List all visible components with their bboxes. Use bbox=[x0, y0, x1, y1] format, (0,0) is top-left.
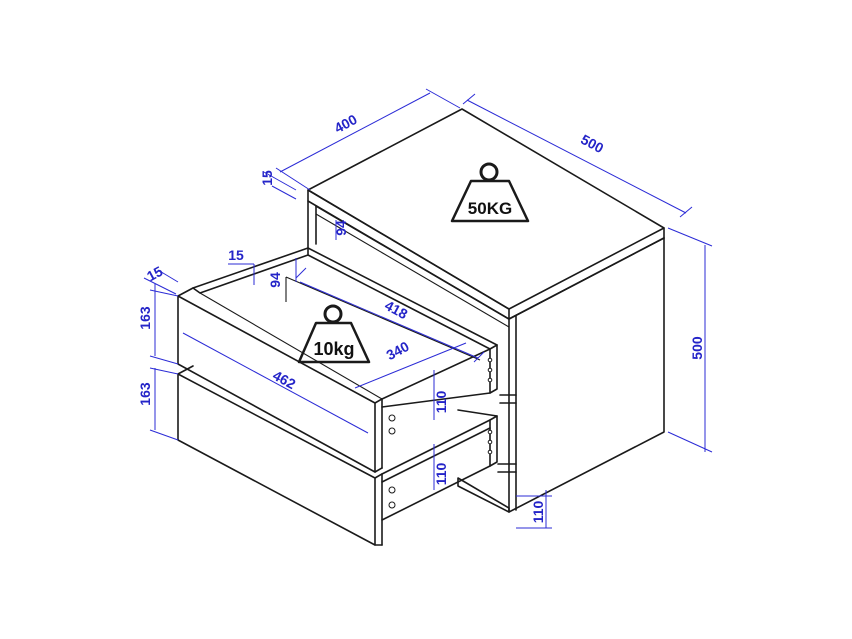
dim-drawer-side-thickness: 15 bbox=[228, 247, 244, 263]
dim-drawer-box-height-lower: 110 bbox=[433, 462, 449, 485]
dimension-labels: 400 500 500 15 94 15 94 418 340 462 163 … bbox=[137, 111, 705, 523]
cabinet-bottom-plinth bbox=[457, 477, 510, 513]
dim-drawer-inner-width: 340 bbox=[384, 338, 412, 363]
cabinet-body bbox=[307, 108, 665, 513]
dim-top-thickness: 15 bbox=[259, 170, 275, 186]
weight-10kg-label: 10kg bbox=[313, 339, 354, 359]
dim-drawer-front-height-upper: 163 bbox=[137, 306, 153, 330]
dimension-lines bbox=[143, 88, 713, 529]
upper-drawer bbox=[177, 247, 498, 473]
cabinet-right-side bbox=[508, 237, 665, 513]
dim-drawer-front-thickness: 15 bbox=[144, 263, 165, 285]
dim-drawer-inner-height: 94 bbox=[267, 272, 283, 288]
upper-drawer-left-side bbox=[192, 247, 309, 294]
dim-drawer-box-height-upper: 110 bbox=[433, 390, 449, 413]
weight-50kg-icon: 50KG bbox=[450, 162, 530, 223]
weight-50kg-label: 50KG bbox=[468, 199, 512, 218]
lower-drawer-front bbox=[177, 373, 376, 546]
dim-drawer-front-width: 462 bbox=[270, 367, 298, 392]
dim-height-right: 500 bbox=[689, 336, 705, 360]
weight-10kg-icon: 10kg bbox=[297, 304, 371, 364]
dim-width-top: 500 bbox=[578, 131, 606, 156]
dim-inner-gap: 94 bbox=[333, 220, 349, 236]
dim-drawer-front-height-lower: 163 bbox=[137, 382, 153, 406]
lower-drawer bbox=[177, 365, 498, 546]
dim-plinth-height: 110 bbox=[530, 500, 546, 523]
